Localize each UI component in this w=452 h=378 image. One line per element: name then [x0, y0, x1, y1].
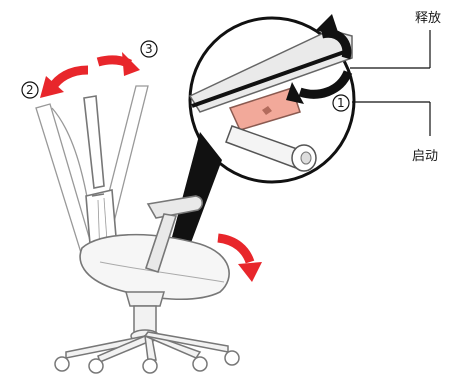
step-2-marker: 2	[22, 82, 38, 98]
svg-text:3: 3	[145, 42, 153, 56]
backrest-tilt-arrows	[40, 52, 140, 98]
tilt-forward-arrowhead	[122, 52, 140, 76]
svg-text:2: 2	[26, 83, 34, 97]
activate-label: 启动	[412, 149, 438, 164]
step-1-marker: 1	[333, 95, 349, 111]
release-label: 释放	[415, 11, 441, 26]
step-3-marker: 3	[141, 41, 157, 57]
chair-base	[66, 292, 228, 362]
svg-text:1: 1	[337, 96, 345, 110]
callout-wedge	[168, 132, 222, 256]
detail-magnifier	[168, 14, 354, 256]
